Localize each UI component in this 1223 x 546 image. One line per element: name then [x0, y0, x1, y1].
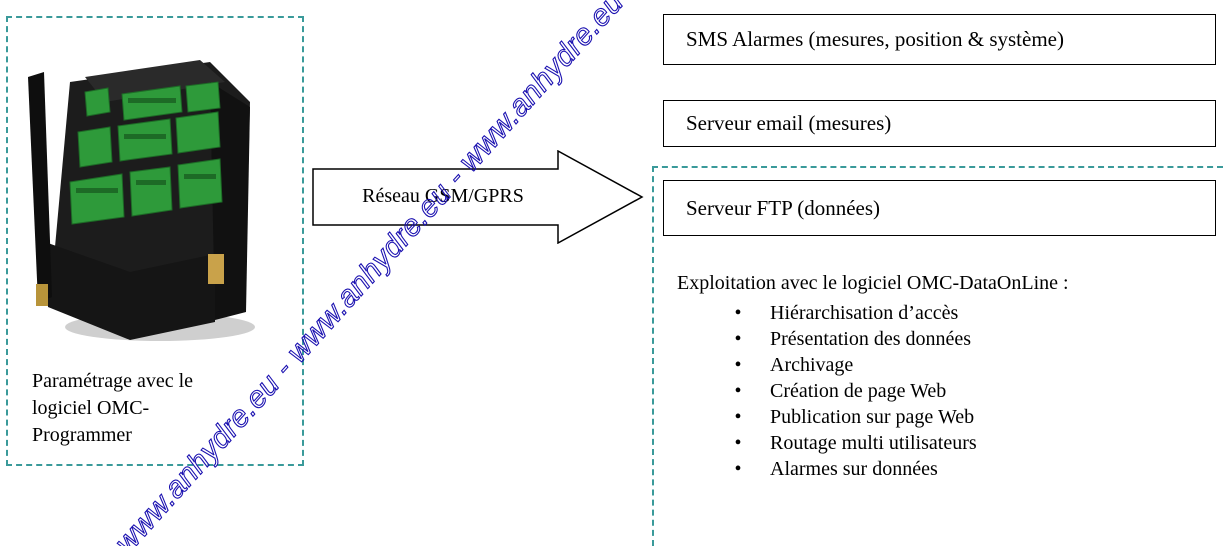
list-item: • Hiérarchisation d’accès: [733, 300, 977, 326]
list-item: • Alarmes sur données: [733, 456, 977, 482]
device-caption-line: Programmer: [32, 424, 132, 446]
sms-alarms-label: SMS Alarmes (mesures, position & système…: [686, 27, 1064, 51]
email-server-box: Serveur email (mesures): [663, 100, 1216, 147]
bullet-icon: •: [734, 302, 742, 324]
ftp-server-box: Serveur FTP (données): [663, 180, 1216, 236]
device-panel: [6, 16, 304, 466]
list-item: • Archivage: [733, 352, 977, 378]
bullet-icon: •: [734, 354, 742, 376]
network-label: Réseau GSM/GPRS: [362, 185, 524, 207]
bullet-icon: •: [734, 458, 742, 480]
feature-label: Présentation des données: [770, 328, 972, 350]
device-caption: Paramétrage avec le logiciel OMC- Progra…: [32, 368, 272, 449]
feature-label: Publication sur page Web: [770, 406, 975, 428]
list-item: • Création de page Web: [733, 378, 977, 404]
features-list: • Hiérarchisation d’accès • Présentation d…: [733, 300, 977, 482]
list-item: • Routage multi utilisateurs: [733, 430, 977, 456]
feature-label: Routage multi utilisateurs: [770, 432, 977, 454]
network-arrow: [312, 150, 644, 244]
email-server-label: Serveur email (mesures): [686, 111, 892, 135]
bullet-icon: •: [734, 406, 742, 428]
software-title: Exploitation avec le logiciel OMC-DataOn…: [677, 272, 1069, 294]
device-caption-line: Paramétrage avec le: [32, 370, 194, 392]
ftp-server-panel: [652, 166, 1223, 546]
list-item: • Présentation des données: [733, 326, 977, 352]
data-logger-device-image: [28, 60, 255, 341]
list-item: • Publication sur page Web: [733, 404, 977, 430]
feature-label: Création de page Web: [770, 380, 947, 402]
bullet-icon: •: [734, 432, 742, 454]
feature-label: Alarmes sur données: [770, 458, 938, 480]
sms-alarms-box: SMS Alarmes (mesures, position & système…: [663, 14, 1216, 65]
bullet-icon: •: [734, 380, 742, 402]
bullet-icon: •: [734, 328, 742, 350]
ftp-server-label: Serveur FTP (données): [686, 195, 881, 220]
feature-label: Hiérarchisation d’accès: [770, 302, 959, 324]
device-caption-line: logiciel OMC-: [32, 397, 150, 419]
feature-label: Archivage: [770, 354, 854, 376]
